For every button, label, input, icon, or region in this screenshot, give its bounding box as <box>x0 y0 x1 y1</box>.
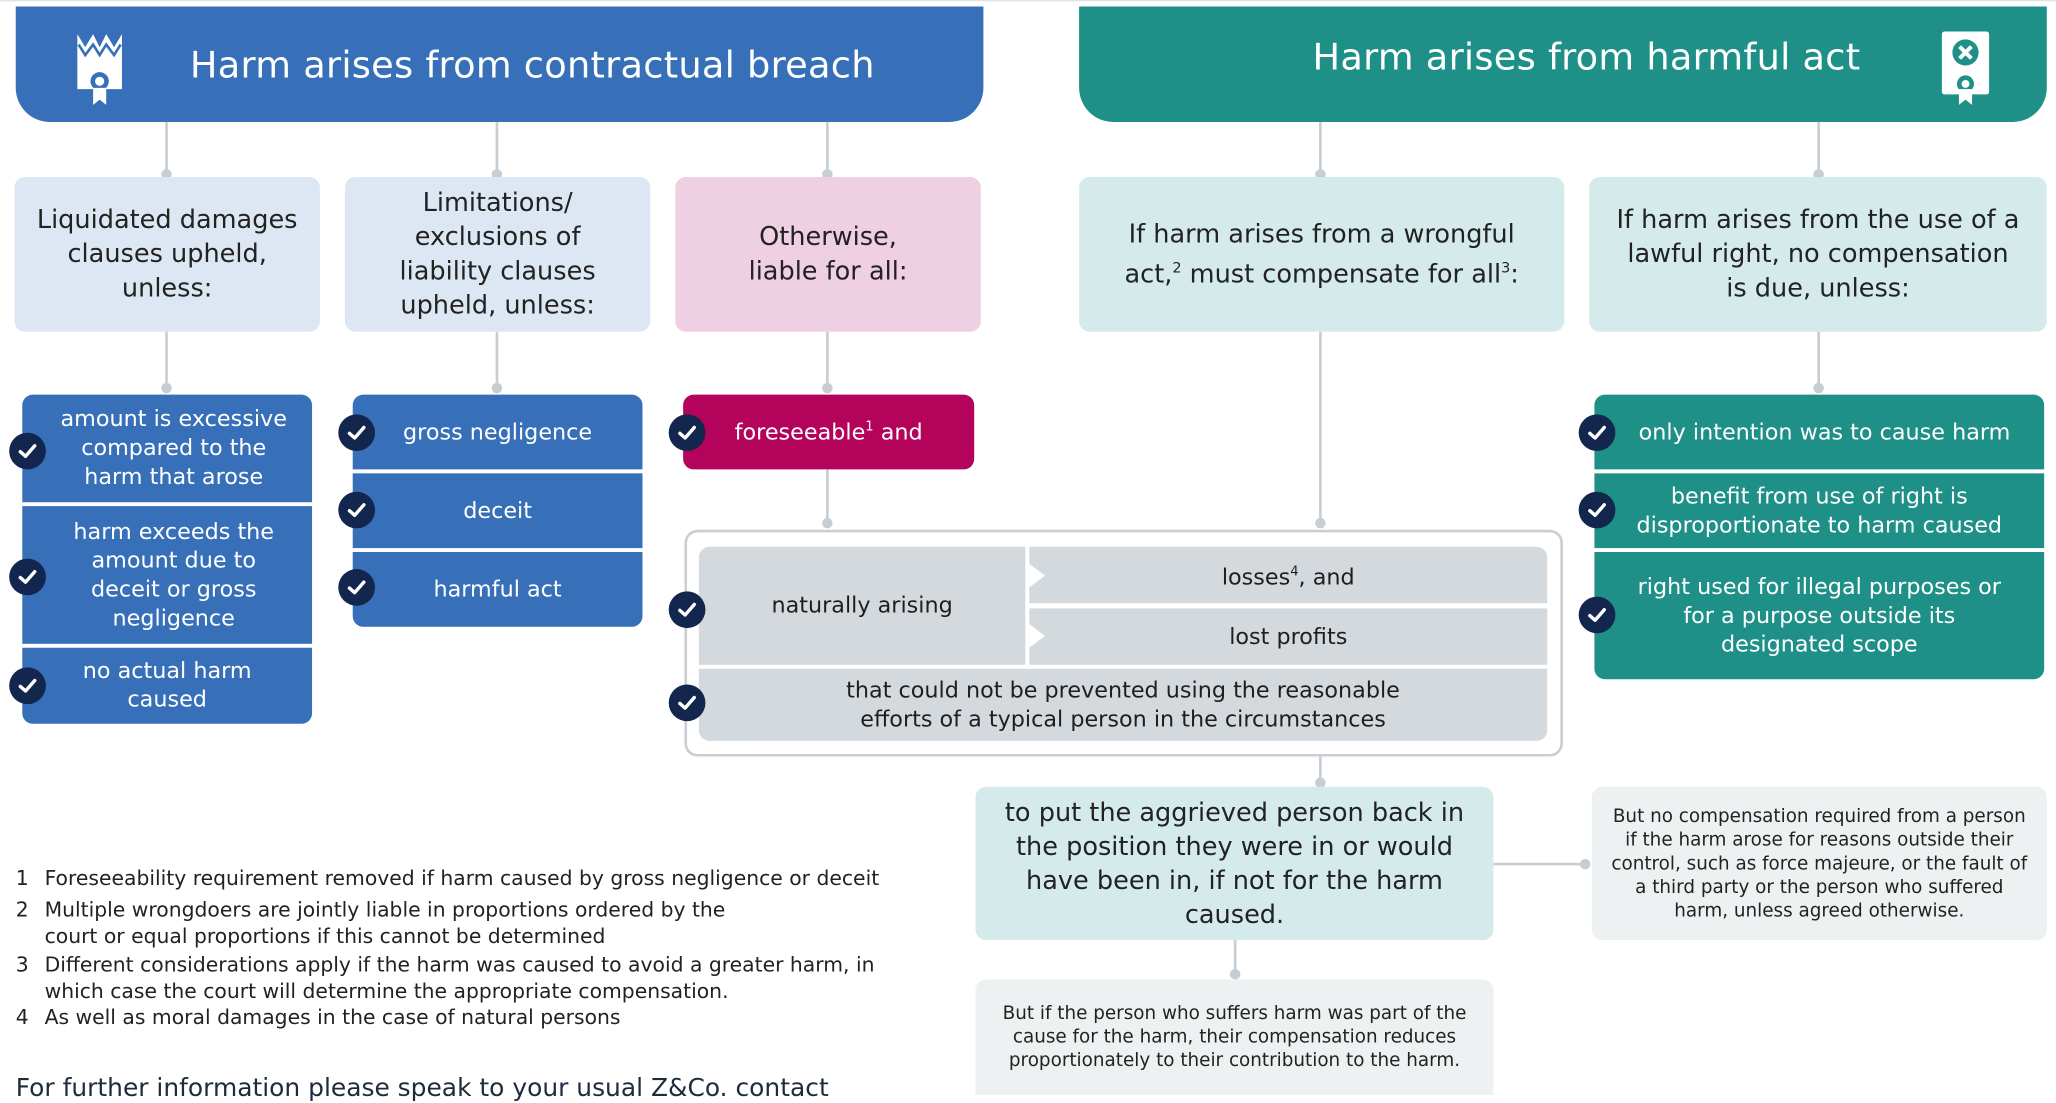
compensation-outcome-box: to put the aggrieved person back in the … <box>975 786 1494 941</box>
top-rule <box>0 0 2056 2</box>
connector-outcome-to-bottom-note <box>1233 940 1237 975</box>
lawful-right-exception-illegal-purpose: right used for illegal purposes or for a… <box>1594 552 2045 680</box>
connector-dot <box>161 382 172 394</box>
harmful-act-title: Harm arises from harmful act <box>1312 34 1861 79</box>
lawful-right-heading: If harm arises from the use of a lawful … <box>1589 177 2047 332</box>
footer-contact-text: For further information please speak to … <box>15 1073 829 1103</box>
arrow-to-lost-profits <box>1029 624 1046 648</box>
connector-dot <box>161 169 172 180</box>
contract-certificate-icon <box>73 29 125 108</box>
wrongful-act-heading: If harm arises from a wrongful act,2 mus… <box>1079 177 1565 332</box>
liquidated-exception-excessive: amount is excessive compared to the harm… <box>22 394 313 503</box>
liquidated-exception-no-harm: no actual harm caused <box>22 647 313 724</box>
check-icon <box>338 491 376 529</box>
check-icon <box>9 432 46 470</box>
certificate-x-icon <box>1939 29 1991 108</box>
connector-dot <box>822 517 833 529</box>
limitation-exception-harmful-act: harmful act <box>352 552 643 627</box>
prevention-box: that could not be prevented using the re… <box>698 668 1548 741</box>
check-icon <box>338 569 376 606</box>
check-icon <box>338 414 376 452</box>
contract-breach-banner: Harm arises from contractual breach <box>15 6 984 122</box>
lost-profits-box: lost profits <box>1029 608 1548 665</box>
check-icon <box>1578 491 1616 529</box>
naturally-arising-box: naturally arising <box>698 546 1026 665</box>
connector-col1-mid <box>165 331 168 387</box>
connector-col1-top <box>165 121 168 175</box>
connector-col3-mid <box>826 331 829 387</box>
limitation-exception-deceit: deceit <box>352 473 643 549</box>
check-icon <box>1578 414 1616 452</box>
contributory-fault-note: But if the person who suffers harm was p… <box>975 979 1494 1095</box>
connector-col5-mid <box>1817 331 1820 387</box>
otherwise-liable-heading: Otherwise, liable for all: <box>675 177 981 332</box>
connector-col2-top <box>495 121 499 175</box>
connector-dot <box>1229 968 1241 980</box>
connector-col5-top <box>1817 121 1820 175</box>
connector-dot <box>491 382 503 394</box>
foreseeable-box: foreseeable1 and <box>683 394 975 470</box>
connector-col4-down <box>1319 331 1322 522</box>
losses-box: losses4, and <box>1029 546 1548 604</box>
connector-dot <box>1315 169 1326 180</box>
check-icon <box>668 414 706 452</box>
harmful-act-banner: Harm arises from harmful act <box>1079 6 2047 122</box>
connector-col3-top <box>826 121 829 175</box>
check-icon <box>1578 596 1616 634</box>
connector-dot <box>822 169 833 180</box>
check-icon <box>9 558 46 596</box>
connector-outcome-to-note <box>1493 862 1586 866</box>
connector-dot <box>1579 858 1591 870</box>
connector-col4-top <box>1319 121 1322 175</box>
limitations-heading: Limitations/ exclusions of liability cla… <box>344 177 651 332</box>
connector-dot <box>491 169 503 180</box>
check-icon <box>668 591 706 629</box>
connector-dot <box>822 382 833 394</box>
connector-dot <box>1315 777 1326 789</box>
limitation-exception-gross-negligence: gross negligence <box>352 394 643 470</box>
check-icon <box>668 684 706 722</box>
lawful-right-exception-disproportionate: benefit from use of right is disproporti… <box>1594 473 2045 549</box>
connector-col2-mid <box>495 331 499 387</box>
connector-dot <box>1315 517 1326 529</box>
connector-dot <box>1813 382 1824 394</box>
liquidated-damages-heading: Liquidated damages clauses upheld, unles… <box>14 177 320 332</box>
connector-foreseeable-down <box>826 469 829 522</box>
check-icon <box>9 667 46 705</box>
arrow-to-losses <box>1029 563 1046 588</box>
connector-group-to-outcome <box>1319 756 1322 786</box>
liquidated-exception-deceit: harm exceeds the amount due to deceit or… <box>22 506 313 644</box>
lawful-right-exception-intention: only intention was to cause harm <box>1594 394 2045 470</box>
contract-breach-title: Harm arises from contractual breach <box>189 42 875 86</box>
force-majeure-note: But no compensation required from a pers… <box>1591 786 2047 941</box>
connector-dot <box>1813 169 1824 180</box>
